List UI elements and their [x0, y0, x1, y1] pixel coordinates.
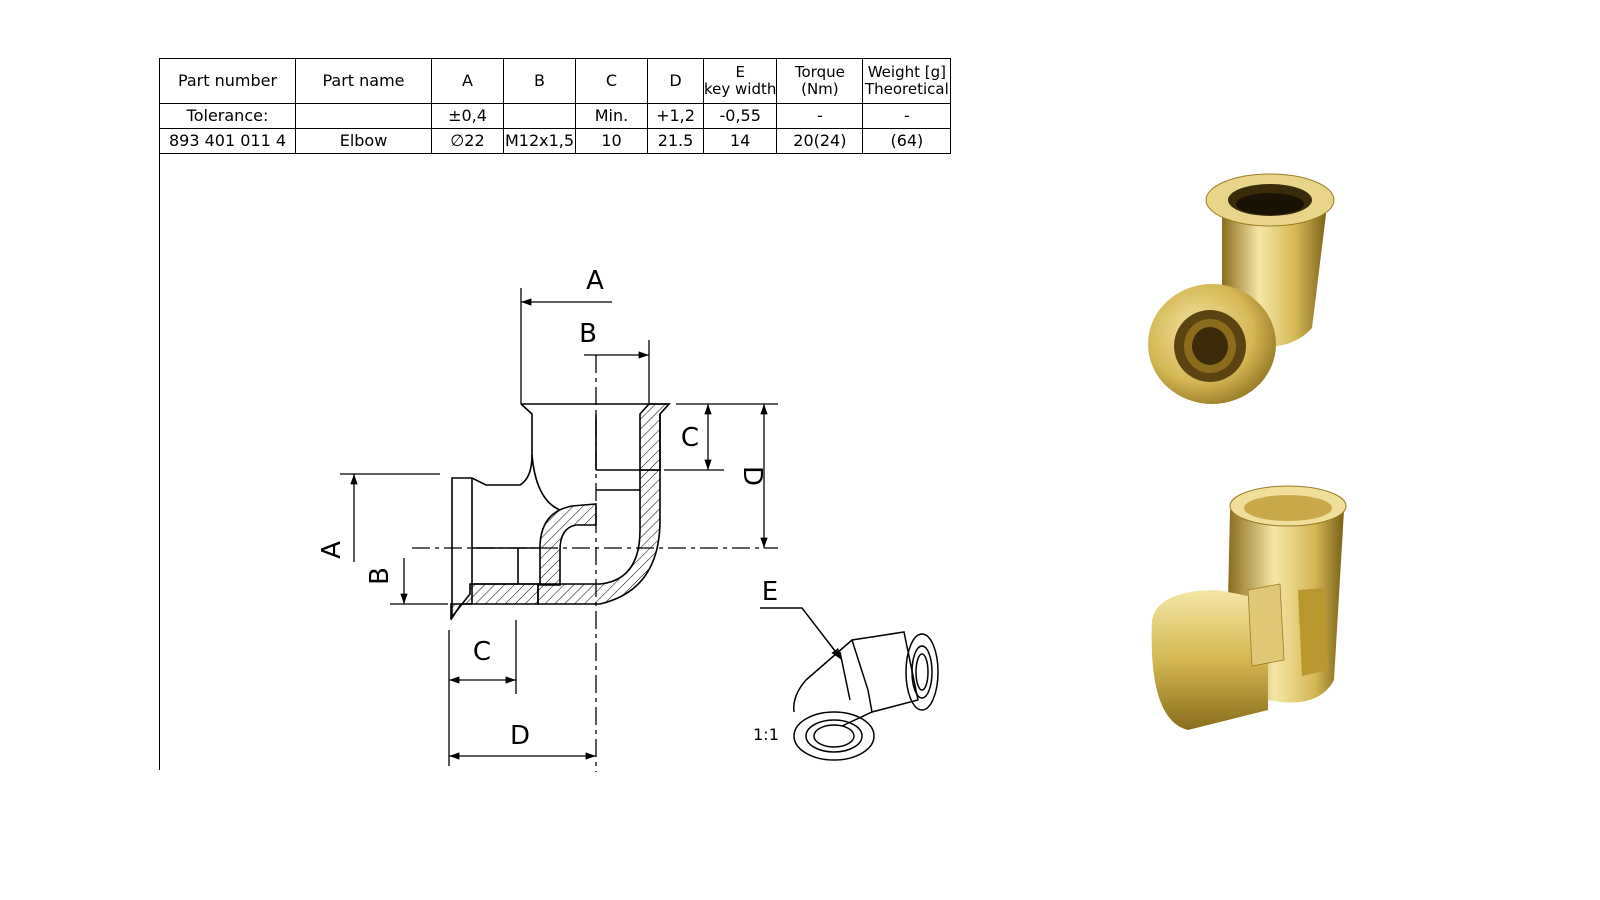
label-dim-b-top: B	[579, 319, 597, 349]
label-dim-c-right: C	[681, 423, 699, 453]
row-weight: (64)	[862, 128, 952, 154]
header-torque: Torque (Nm)	[776, 58, 864, 104]
row-part-number: 893 401 011 4	[159, 128, 296, 154]
label-dim-d-right: D	[737, 466, 767, 486]
tolerance-a: ±0,4	[431, 103, 504, 129]
hatched-wall-elbow	[537, 469, 661, 605]
tolerance-label: Tolerance:	[159, 103, 296, 129]
hatched-wall-bottom	[450, 583, 539, 621]
dimension-lines	[350, 298, 768, 760]
drawing-frame-left-border	[159, 58, 160, 770]
row-torque: 20(24)	[776, 128, 864, 154]
leader-e-line	[760, 607, 843, 661]
label-scale: 1:1	[753, 725, 779, 744]
isometric-elbow-sketch	[760, 607, 939, 761]
label-dim-d-bottom: D	[510, 721, 530, 751]
header-part-name: Part name	[295, 58, 432, 104]
hatched-inner-boss	[539, 503, 597, 586]
center-lines	[412, 355, 778, 772]
header-e: E key width	[702, 58, 778, 104]
header-d: D	[647, 58, 704, 104]
hatched-wall-right	[639, 403, 671, 471]
row-b: M12x1,5	[503, 128, 576, 154]
bottom-port-inner	[805, 719, 863, 753]
tolerance-part-name	[295, 103, 432, 129]
elbow-upper-body	[531, 454, 561, 511]
side-port-outer	[905, 633, 939, 711]
row-c: 10	[575, 128, 648, 154]
header-c: C	[575, 58, 648, 104]
table-row: 893 401 011 4 Elbow ∅22 M12x1,5 10 21.5 …	[159, 128, 952, 154]
row-e: 14	[702, 128, 778, 154]
tolerance-c: Min.	[575, 103, 648, 129]
extension-lines	[340, 288, 778, 766]
label-dim-a-left: A	[317, 541, 347, 559]
header-torque-line1: Torque	[794, 63, 845, 81]
label-dim-a-top: A	[586, 266, 604, 296]
tolerance-row: Tolerance: ±0,4 Min. +1,2 -0,55 - -	[159, 103, 952, 129]
brass-elbow-render-top	[1148, 173, 1335, 404]
row-a: ∅22	[431, 128, 504, 154]
header-part-number: Part number	[159, 58, 296, 104]
label-dim-e: E	[762, 577, 778, 607]
label-dim-c-bottom: C	[473, 637, 491, 667]
dimension-labels: A B C D A B C D E 1:1	[317, 266, 779, 751]
header-weight-line2: Theoretical	[864, 80, 949, 98]
header-e-line2: key width	[704, 80, 777, 98]
header-weight: Weight [g] Theoretical	[862, 58, 952, 104]
header-torque-line2: (Nm)	[801, 80, 839, 98]
tolerance-d: +1,2	[647, 103, 704, 129]
row-part-name: Elbow	[295, 128, 432, 154]
header-weight-line1: Weight [g]	[867, 63, 946, 81]
label-dim-b-left: B	[365, 567, 395, 585]
header-e-line1: E	[735, 63, 745, 81]
bottom-port-outer	[793, 711, 875, 761]
brass-elbow-render-bottom	[1151, 485, 1347, 730]
render-bottom-horizontal-body	[1151, 590, 1268, 730]
table-header-row: Part number Part name A B C D E key widt…	[159, 58, 952, 104]
elbow-section-view	[450, 403, 671, 621]
render-bottom-hex-flat-2	[1298, 588, 1328, 676]
specification-table: Part number Part name A B C D E key widt…	[159, 58, 952, 154]
side-port-inner	[911, 645, 933, 699]
render-bottom-hex-flat	[1247, 583, 1285, 667]
